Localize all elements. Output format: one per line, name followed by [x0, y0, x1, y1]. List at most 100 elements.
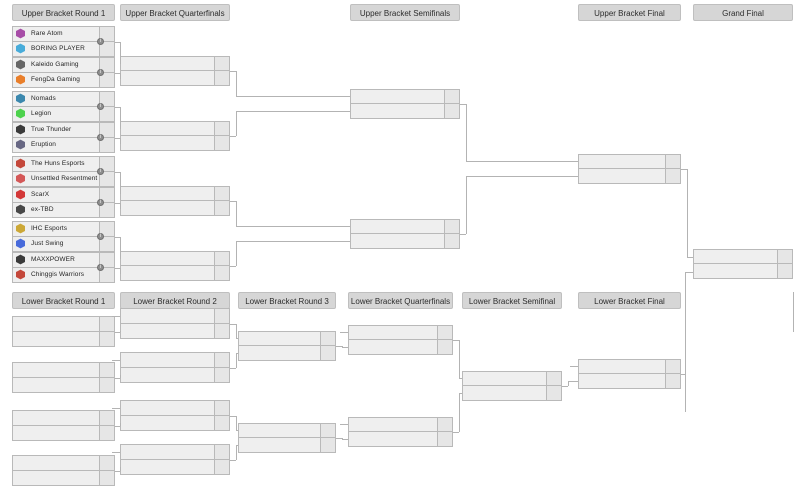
rare-atom-logo: [13, 27, 28, 41]
match-info-icon[interactable]: i: [97, 103, 104, 110]
match-opponent-bottom[interactable]: [349, 432, 452, 446]
match-opponent-bottom[interactable]: [351, 234, 459, 248]
match-opponent-bottom[interactable]: [121, 460, 229, 475]
match-opponent-bottom[interactable]: [121, 416, 229, 431]
match-opponent-top[interactable]: [121, 57, 229, 71]
lower-round2-match-1[interactable]: [120, 308, 230, 339]
lower-round1-match-2[interactable]: [12, 362, 115, 393]
lower-round3-match-1[interactable]: [238, 331, 336, 361]
lower-round2-match-2[interactable]: [120, 352, 230, 383]
connector-line: [236, 71, 237, 96]
match-info-icon[interactable]: i: [97, 264, 104, 271]
team-name: ex-TBD: [28, 206, 99, 213]
match-opponent-bottom[interactable]: [349, 340, 452, 354]
match-info-icon[interactable]: i: [97, 69, 104, 76]
match-score: [665, 155, 680, 168]
upper-bracket-final-match[interactable]: [578, 154, 681, 184]
connector-line: [342, 347, 348, 348]
lower-round2-match-4[interactable]: [120, 444, 230, 475]
match-opponent-top[interactable]: [121, 252, 229, 266]
match-info-icon[interactable]: i: [97, 134, 104, 141]
match-opponent-bottom[interactable]: [579, 169, 680, 183]
upper-semifinal-match-1[interactable]: [350, 89, 460, 119]
match-opponent-bottom[interactable]: [121, 324, 229, 339]
match-opponent-bottom[interactable]: [579, 374, 680, 388]
match-opponent-top[interactable]: [13, 317, 114, 332]
lower-quarterfinal-match-2[interactable]: [348, 417, 453, 447]
match-opponent-top[interactable]: [349, 418, 452, 432]
match-opponent-top[interactable]: [351, 90, 459, 104]
match-opponent-bottom[interactable]: [239, 346, 335, 360]
team-name: True Thunder: [28, 126, 99, 133]
lower-bracket-final-match[interactable]: [578, 359, 681, 389]
connector-line: [340, 424, 348, 425]
connector-line: [466, 161, 578, 162]
match-info-icon[interactable]: i: [97, 199, 104, 206]
team-name: Legion: [28, 110, 99, 117]
upper-quarterfinal-match-4[interactable]: [120, 251, 230, 281]
upper-semifinal-match-2[interactable]: [350, 219, 460, 249]
match-opponent-top[interactable]: [13, 363, 114, 378]
match-opponent-top[interactable]: [463, 372, 561, 386]
match-opponent-top[interactable]: [579, 360, 680, 374]
lower-quarterfinal-match-1[interactable]: [348, 325, 453, 355]
match-opponent-bottom[interactable]: [121, 136, 229, 150]
match-opponent-top[interactable]: [579, 155, 680, 169]
match-opponent-top[interactable]: [121, 353, 229, 368]
fengda-gaming-logo: [13, 73, 28, 88]
match-opponent-bottom[interactable]: [694, 264, 792, 278]
match-opponent-top[interactable]: [121, 445, 229, 460]
match-opponent-bottom[interactable]: [121, 201, 229, 215]
match-opponent-bottom[interactable]: [121, 71, 229, 85]
connector-line: [120, 138, 121, 144]
match-info-icon[interactable]: i: [97, 233, 104, 240]
connector-line: [466, 176, 467, 234]
connector-line: [120, 73, 121, 79]
lower-round1-match-1[interactable]: [12, 316, 115, 347]
match-opponent-bottom[interactable]: [13, 332, 114, 347]
match-score: [99, 456, 114, 470]
connector-line: [687, 169, 688, 257]
match-opponent-top[interactable]: [694, 250, 792, 264]
match-opponent-bottom[interactable]: [121, 368, 229, 383]
match-info-icon[interactable]: i: [97, 38, 104, 45]
team-name: Unsettled Resentment: [28, 175, 99, 182]
match-opponent-top[interactable]: [351, 220, 459, 234]
match-opponent-top[interactable]: [349, 326, 452, 340]
match-opponent-bottom[interactable]: [13, 426, 114, 441]
connector-line: [120, 107, 121, 129]
match-opponent-bottom[interactable]: [13, 378, 114, 393]
match-info-icon[interactable]: i: [97, 168, 104, 175]
upper-quarterfinal-match-3[interactable]: [120, 186, 230, 216]
round-header-lower-round-2: Lower Bracket Round 2: [120, 292, 230, 309]
match-opponent-bottom[interactable]: [463, 386, 561, 400]
match-opponent-top[interactable]: [121, 401, 229, 416]
match-opponent-top[interactable]: [239, 424, 335, 438]
round-header-grand-final: Grand Final: [693, 4, 793, 21]
lower-round3-match-2[interactable]: [238, 423, 336, 453]
match-score: [214, 460, 229, 475]
upper-quarterfinal-match-2[interactable]: [120, 121, 230, 151]
match-score: [214, 416, 229, 431]
lower-round1-match-4[interactable]: [12, 455, 115, 486]
upper-quarterfinal-match-1[interactable]: [120, 56, 230, 86]
connector-line: [236, 353, 237, 368]
lower-round1-match-3[interactable]: [12, 410, 115, 441]
lower-semifinal-match[interactable]: [462, 371, 562, 401]
connector-line: [120, 467, 121, 470]
round-header-lower-round-3: Lower Bracket Round 3: [238, 292, 336, 309]
match-opponent-top[interactable]: [121, 187, 229, 201]
match-opponent-top[interactable]: [13, 411, 114, 426]
lower-round2-match-3[interactable]: [120, 400, 230, 431]
match-opponent-bottom[interactable]: [351, 104, 459, 118]
connector-line: [112, 452, 120, 453]
match-opponent-bottom[interactable]: [239, 438, 335, 452]
match-opponent-top[interactable]: [239, 332, 335, 346]
grand-final-match[interactable]: [693, 249, 793, 279]
match-opponent-bottom[interactable]: [13, 471, 114, 486]
match-opponent-bottom[interactable]: [121, 266, 229, 280]
match-score: [444, 220, 459, 233]
match-opponent-top[interactable]: [121, 122, 229, 136]
match-opponent-top[interactable]: [121, 309, 229, 324]
match-opponent-top[interactable]: [13, 456, 114, 471]
